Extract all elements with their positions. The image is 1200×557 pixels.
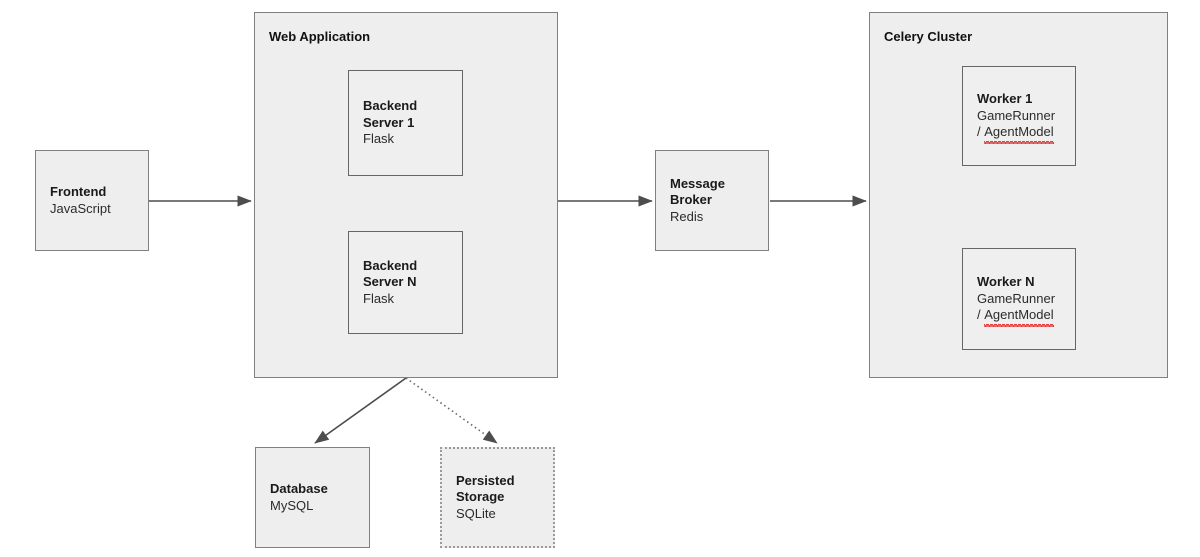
web-application-title: Web Application — [269, 29, 371, 44]
node-worker-n[interactable]: Worker N GameRunner / AgentModel — [962, 248, 1076, 350]
persisted-storage-title-line1: Persisted — [456, 472, 515, 488]
message-broker-subtitle: Redis — [670, 208, 704, 224]
node-persisted-storage[interactable]: Persisted Storage SQLite — [440, 447, 555, 548]
message-broker-title-line2: Broker — [670, 192, 712, 208]
backend-server-1-title-line1: Backend — [363, 98, 418, 114]
backend-server-1-title-line2: Server 1 — [363, 114, 415, 130]
persisted-storage-subtitle: SQLite — [456, 505, 496, 521]
node-database[interactable]: Database MySQL — [255, 447, 370, 548]
edge-web-application-to-persisted-storage — [405, 377, 498, 444]
node-backend-server-1[interactable]: Backend Server 1 Flask — [348, 70, 463, 176]
worker-1-subtitle-line1: GameRunner — [977, 107, 1056, 123]
frontend-subtitle: JavaScript — [50, 200, 111, 216]
worker-n-subtitle-line1: GameRunner — [977, 290, 1056, 306]
node-backend-server-n[interactable]: Backend Server N Flask — [348, 231, 463, 334]
backend-server-n-title-line2: Server N — [363, 274, 417, 290]
database-title: Database — [270, 481, 328, 496]
persisted-storage-title-line2: Storage — [456, 489, 505, 505]
worker-1-title: Worker 1 — [977, 91, 1033, 107]
node-worker-1[interactable]: Worker 1 GameRunner / AgentModel — [962, 66, 1076, 166]
worker-n-misspelled-word: AgentModel — [984, 307, 1055, 327]
node-frontend[interactable]: Frontend JavaScript — [35, 150, 149, 251]
worker-1-subtitle-prefix: / — [977, 124, 985, 140]
worker-1-subtitle-line2: / AgentModel — [963, 124, 1075, 144]
worker-n-subtitle-prefix: / — [977, 307, 985, 323]
edge-web-application-to-database — [314, 377, 407, 444]
message-broker-title-line1: Message — [670, 175, 725, 191]
frontend-title: Frontend — [50, 184, 107, 199]
worker-n-title: Worker N — [977, 274, 1035, 290]
database-subtitle: MySQL — [270, 497, 314, 513]
worker-1-misspelled-word: AgentModel — [984, 124, 1055, 144]
worker-n-subtitle-line2: / AgentModel — [963, 307, 1075, 327]
celery-cluster-title: Celery Cluster — [884, 29, 973, 44]
backend-server-n-subtitle: Flask — [363, 290, 395, 306]
backend-server-n-title-line1: Backend — [363, 257, 418, 273]
backend-server-1-subtitle: Flask — [363, 131, 395, 147]
node-message-broker[interactable]: Message Broker Redis — [655, 150, 769, 251]
